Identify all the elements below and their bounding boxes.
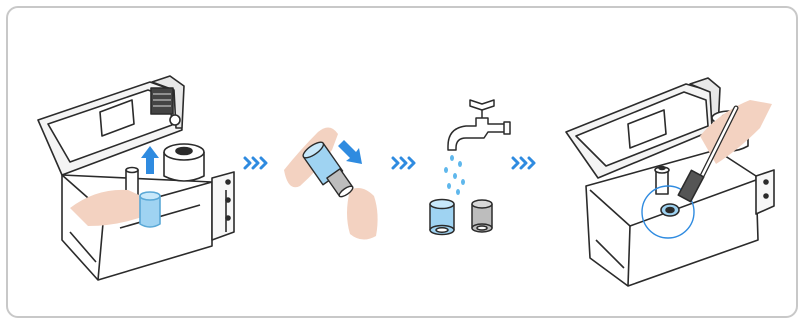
step-4-clean-tank-icon: [566, 78, 774, 286]
step-1-remove-filter-icon: [38, 76, 234, 280]
chevron-right-icon: [245, 158, 266, 168]
step-3-rinse-filter-icon: [430, 100, 510, 235]
step-2-separate-filter-icon: [284, 127, 378, 239]
chevron-right-icon: [513, 158, 534, 168]
chevron-right-icon: [393, 158, 414, 168]
